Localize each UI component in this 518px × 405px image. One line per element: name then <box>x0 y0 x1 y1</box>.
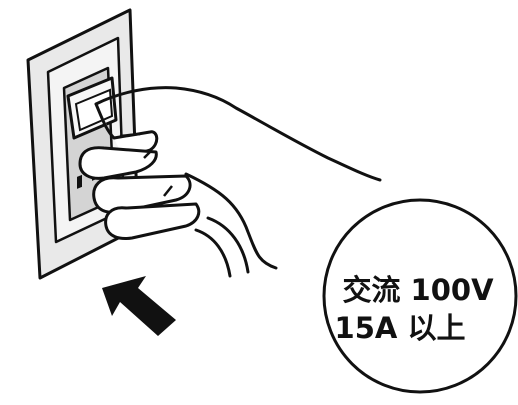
voltage-badge: 交流 100V 15A 以上 <box>324 200 516 392</box>
badge-line-1: 交流 100V <box>342 273 494 307</box>
push-arrow-icon <box>102 276 176 336</box>
badge-line-2: 15A 以上 <box>335 311 466 345</box>
power-cord <box>196 218 248 276</box>
